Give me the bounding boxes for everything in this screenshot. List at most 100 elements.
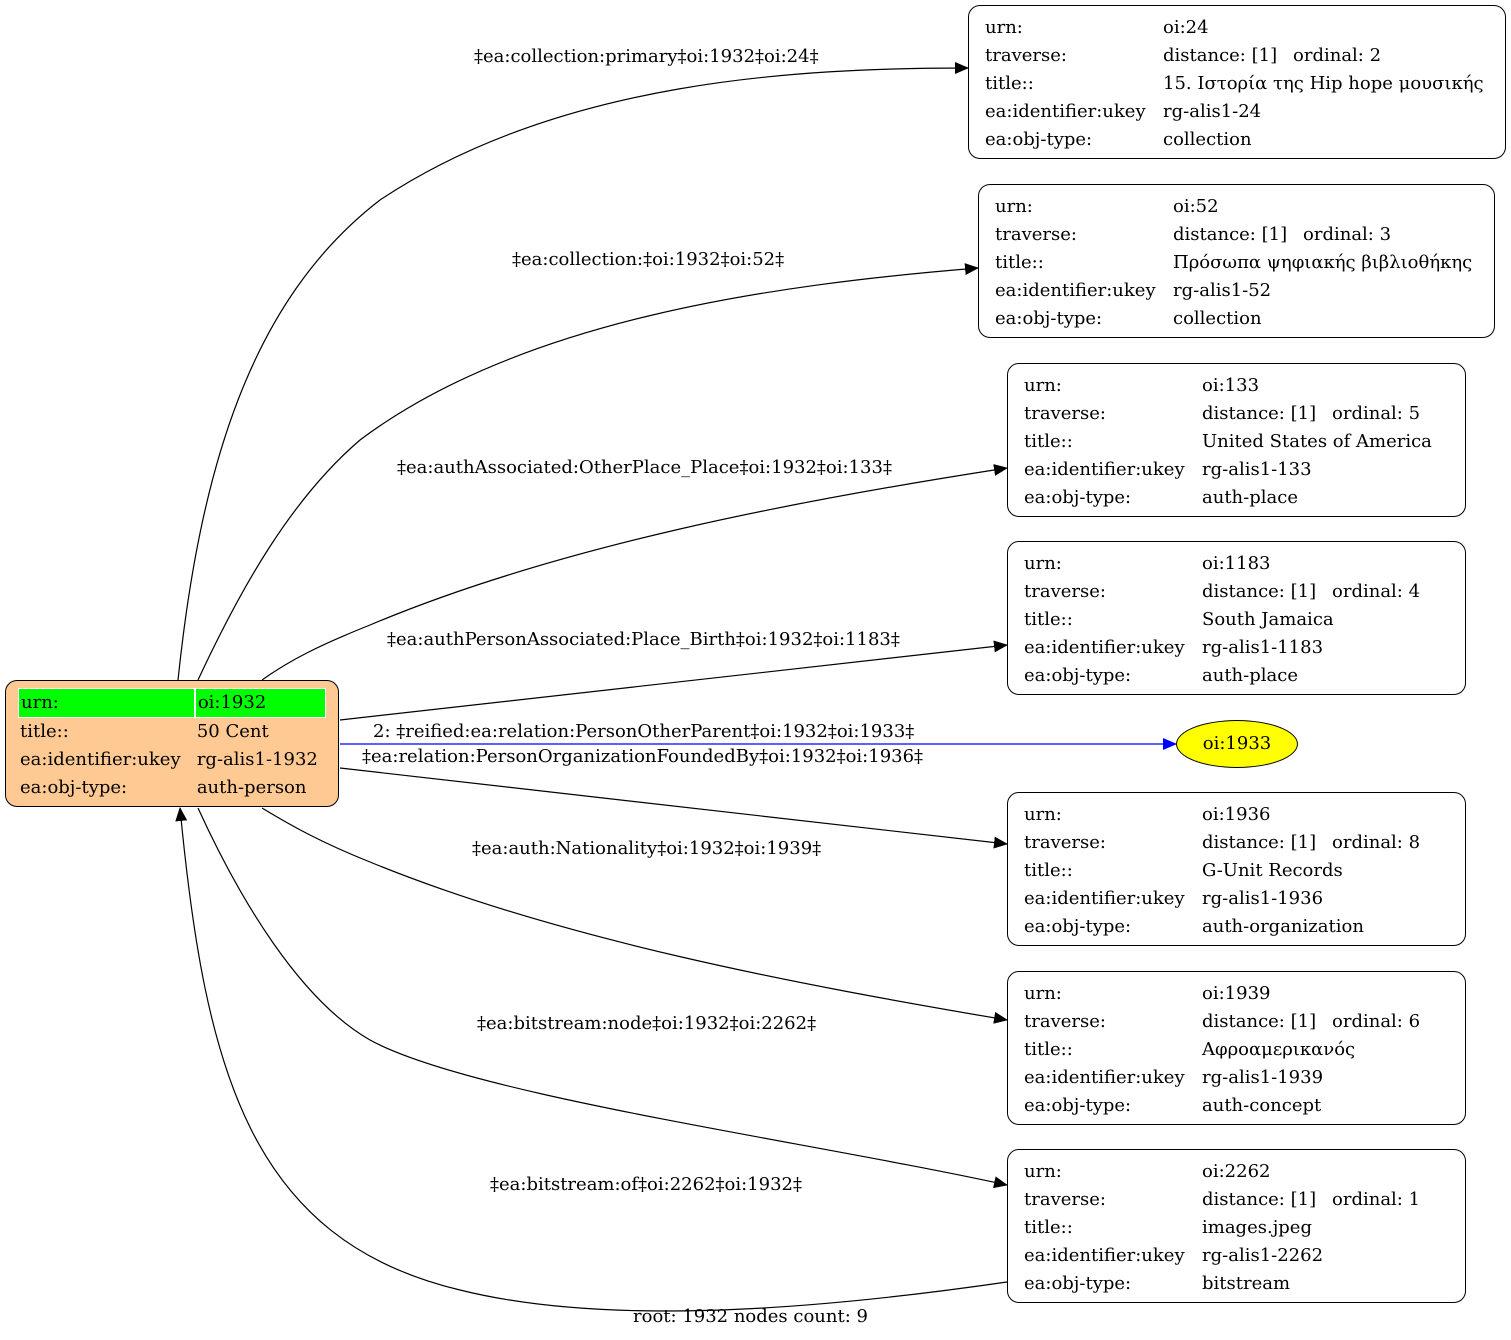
edge-label: 2: ‡reified:ea:relation:PersonOtherParen…	[373, 721, 915, 742]
footer-caption: root: 1932 nodes count: 9	[633, 1306, 868, 1327]
traverse-label: traverse:	[1024, 832, 1106, 853]
ukey-value: rg-alis1-2262	[1202, 1245, 1324, 1266]
title-value: images.jpeg	[1202, 1217, 1312, 1238]
edge-oi1183	[339, 640, 1008, 721]
ukey-label: ea:identifier:ukey	[1024, 459, 1185, 480]
ukey-label: ea:identifier:ukey	[985, 101, 1146, 122]
edge-label: ‡ea:bitstream:of‡oi:2262‡oi:1932‡	[490, 1174, 802, 1195]
traverse-label: traverse:	[1024, 1011, 1106, 1032]
urn-value: oi:1183	[1202, 553, 1271, 574]
distance-value: distance: [1]	[1202, 832, 1317, 853]
type-label: ea:obj-type:	[20, 777, 128, 798]
edge-oi133	[261, 464, 1008, 681]
edge-oi52	[197, 263, 979, 681]
ukey-value: rg-alis1-133	[1202, 459, 1312, 480]
edge-label: ‡ea:collection:‡oi:1932‡oi:52‡	[512, 249, 785, 270]
urn-label: urn:	[1024, 983, 1062, 1004]
ukey-value: rg-alis1-52	[1173, 280, 1272, 301]
urn-label: urn:	[18, 688, 195, 718]
ordinal-value: ordinal: 6	[1332, 1011, 1421, 1032]
title-label: title::	[985, 73, 1034, 94]
type-label: ea:obj-type:	[1024, 665, 1132, 686]
title-label: title::	[995, 252, 1044, 273]
edge-label: ‡ea:auth:Nationality‡oi:1932‡oi:1939‡	[472, 838, 822, 859]
node-oi2262[interactable]: urn: oi:2262 traverse: distance: [1] ordina…	[1007, 1149, 1466, 1303]
ukey-label: ea:identifier:ukey	[1024, 1245, 1185, 1266]
edge-label: ‡ea:relation:PersonOrganizationFoundedBy…	[362, 746, 924, 767]
title-value: Αφροαμερικανός	[1202, 1039, 1356, 1060]
urn-value: oi:2262	[1202, 1161, 1271, 1182]
title-label: title::	[1024, 1217, 1073, 1238]
node-oi24[interactable]: urn:oi:24 traverse:distance: [1]ordinal:…	[968, 5, 1506, 159]
title-value: 50 Cent	[196, 721, 269, 742]
title-label: title::	[20, 721, 69, 742]
ordinal-value: ordinal: 1	[1332, 1189, 1421, 1210]
urn-label: urn:	[1024, 553, 1062, 574]
ordinal-value: ordinal: 2	[1293, 45, 1382, 66]
title-label: title::	[1024, 609, 1073, 630]
ukey-label: ea:identifier:ukey	[995, 280, 1156, 301]
root-node[interactable]: urn: oi:1932 title:: 50 Cent ea:identifi…	[5, 680, 339, 807]
type-value: auth-concept	[1202, 1095, 1322, 1116]
urn-label: urn:	[995, 196, 1033, 217]
type-label: ea:obj-type:	[1024, 916, 1132, 937]
type-label: ea:obj-type:	[1024, 487, 1132, 508]
traverse-label: traverse:	[985, 45, 1067, 66]
urn-label: urn:	[1024, 804, 1062, 825]
ukey-label: ea:identifier:ukey	[1024, 888, 1185, 909]
traverse-label: traverse:	[1024, 1189, 1106, 1210]
distance-value: distance: [1]	[1173, 224, 1288, 245]
edge-label: ‡ea:bitstream:node‡oi:1932‡oi:2262‡	[477, 1013, 817, 1034]
ordinal-value: ordinal: 4	[1332, 581, 1421, 602]
type-value: auth-place	[1202, 487, 1298, 508]
type-value: collection	[1173, 308, 1262, 329]
ukey-value: rg-alis1-1183	[1202, 637, 1324, 658]
ordinal-value: ordinal: 8	[1332, 832, 1421, 853]
type-value: collection	[1163, 129, 1252, 150]
traverse-label: traverse:	[1024, 403, 1106, 424]
urn-value: oi:1939	[1202, 983, 1271, 1004]
ukey-value: rg-alis1-1939	[1202, 1067, 1324, 1088]
title-value: 15. Ιστορία της Hip hope μουσικής	[1163, 73, 1484, 94]
edge-oi1939	[261, 807, 1008, 1024]
title-label: title::	[1024, 860, 1073, 881]
edge-label: ‡ea:authAssociated:OtherPlace_Place‡oi:1…	[397, 457, 892, 478]
type-label: ea:obj-type:	[1024, 1273, 1132, 1294]
urn-label: urn:	[985, 17, 1023, 38]
urn-value: oi:133	[1202, 375, 1260, 396]
distance-value: distance: [1]	[1202, 1011, 1317, 1032]
ordinal-value: ordinal: 5	[1332, 403, 1421, 424]
distance-value: distance: [1]	[1202, 1189, 1317, 1210]
node-oi1183[interactable]: urn:oi:1183 traverse:distance: [1]ordina…	[1007, 541, 1466, 695]
edge-oi1936	[339, 767, 1008, 849]
node-oi133[interactable]: urn: oi:133 traverse: distance: [1] ordinal…	[1007, 363, 1466, 517]
distance-value: distance: [1]	[1202, 581, 1317, 602]
ukey-label: ea:identifier:ukey	[20, 749, 181, 770]
node-oi1933[interactable]: oi:1933	[1176, 720, 1298, 768]
urn-label: urn:	[1024, 375, 1062, 396]
title-value: G-Unit Records	[1202, 860, 1343, 881]
edge-oi24	[177, 62, 969, 681]
urn-value: oi:1936	[1202, 804, 1271, 825]
node-oi52[interactable]: urn:oi:52 traverse:distance: [1]ordinal:…	[978, 184, 1495, 338]
distance-value: distance: [1]	[1202, 403, 1317, 424]
edge-label: ‡ea:authPersonAssociated:Place_Birth‡oi:…	[387, 629, 900, 650]
urn-value: oi:24	[1163, 17, 1209, 38]
type-value: auth-person	[196, 777, 307, 798]
title-label: title::	[1024, 431, 1073, 452]
title-value: Πρόσωπα ψηφιακής βιβλιοθήκης	[1173, 252, 1473, 273]
type-value: auth-organization	[1202, 916, 1364, 937]
node-oi1936[interactable]: urn: oi:1936 traverse: distance: [1] ordina…	[1007, 792, 1466, 946]
ukey-value: rg-alis1-1936	[1202, 888, 1324, 909]
title-value: South Jamaica	[1202, 609, 1334, 630]
traverse-label: traverse:	[995, 224, 1077, 245]
type-value: auth-place	[1202, 665, 1298, 686]
title-label: title::	[1024, 1039, 1073, 1060]
ukey-value: rg-alis1-24	[1163, 101, 1262, 122]
node-oi1939[interactable]: urn: oi:1939 traverse: distance: [1] ordina…	[1007, 971, 1466, 1125]
ukey-label: ea:identifier:ukey	[1024, 637, 1185, 658]
ukey-value: rg-alis1-1932	[196, 749, 318, 770]
ordinal-value: ordinal: 3	[1303, 224, 1392, 245]
urn-label: urn:	[1024, 1161, 1062, 1182]
